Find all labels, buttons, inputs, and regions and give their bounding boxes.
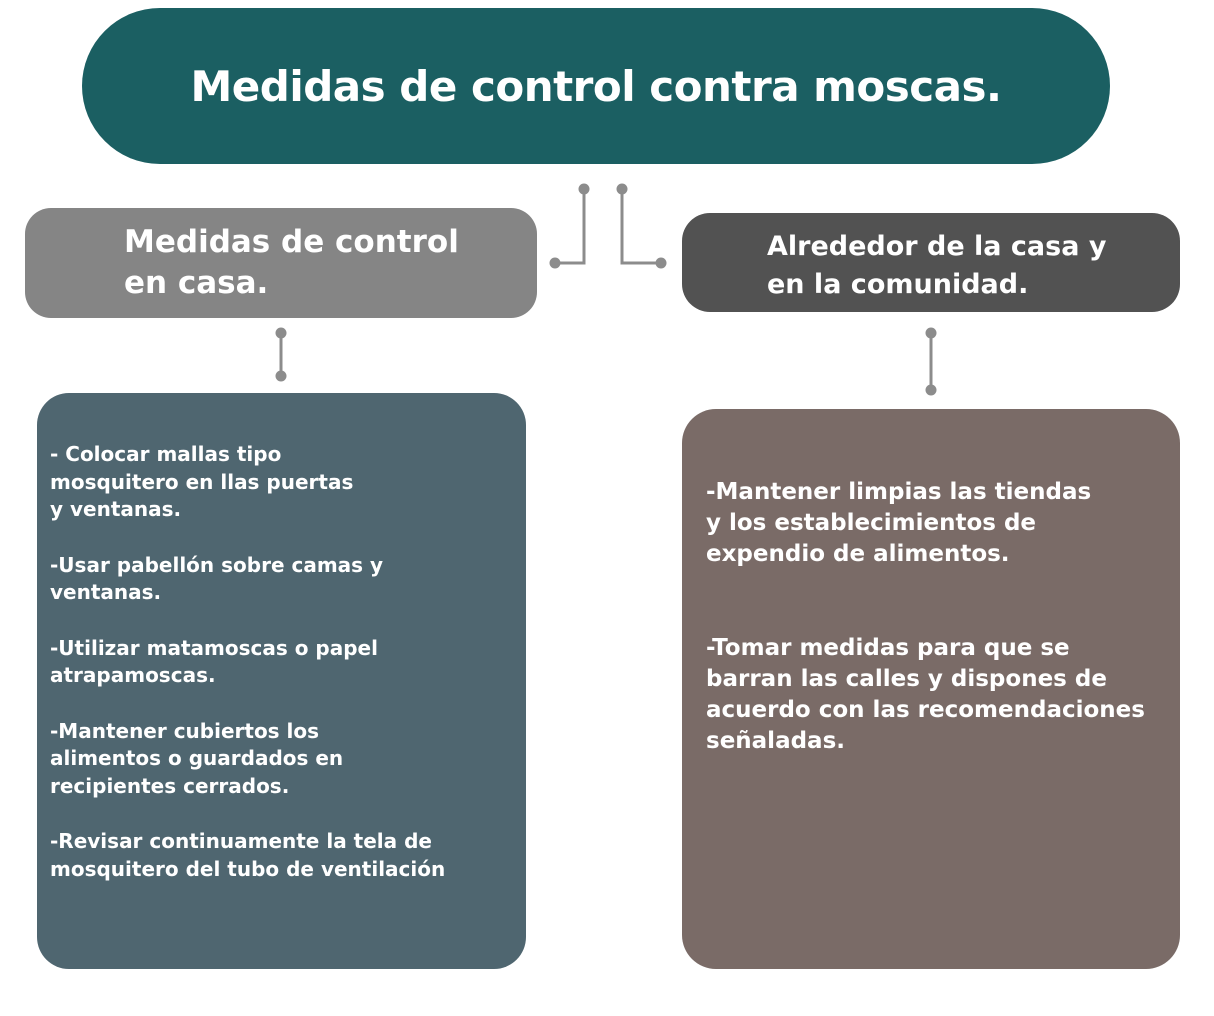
measure-item: - Colocar mallas tipo mosquitero en llas… bbox=[50, 442, 354, 521]
connector-dot bbox=[616, 183, 628, 195]
heading-line: en casa. bbox=[124, 265, 269, 301]
measure-item: -Revisar continuamente la tela de mosqui… bbox=[50, 829, 446, 881]
detail-box-en-casa: - Colocar mallas tipo mosquitero en llas… bbox=[37, 393, 526, 969]
measure-item: -Mantener limpias las tiendas y los esta… bbox=[706, 479, 1092, 567]
heading-line: Alrededor de la casa y bbox=[767, 231, 1107, 262]
connector-dot bbox=[925, 327, 937, 339]
connector-dot bbox=[655, 257, 667, 269]
measure-item: -Mantener cubiertos los alimentos o guar… bbox=[50, 718, 344, 798]
diagram-title: Medidas de control contra moscas. bbox=[82, 8, 1110, 164]
measure-item: -Tomar medidas para que se barran las ca… bbox=[706, 635, 1145, 754]
measure-item: -Usar pabellón sobre camas y ventanas. bbox=[50, 552, 384, 605]
connector-dot bbox=[275, 370, 287, 382]
detail-box-comunidad: -Mantener limpias las tiendas y los esta… bbox=[682, 409, 1180, 969]
heading-line: en la comunidad. bbox=[767, 269, 1029, 300]
connector-title-to-left bbox=[555, 189, 586, 265]
heading-line: Medidas de control bbox=[124, 224, 459, 260]
connector-dot bbox=[275, 327, 287, 339]
connector-dot bbox=[925, 384, 937, 396]
connector-dot bbox=[578, 183, 590, 195]
branch-heading-comunidad: Alrededor de la casa y en la comunidad. bbox=[682, 213, 1180, 312]
branch-heading-en-casa: Medidas de control en casa. bbox=[25, 208, 537, 318]
connector-dot bbox=[549, 257, 561, 269]
connector-title-to-right bbox=[620, 189, 661, 265]
measure-item: -Utilizar matamoscas o papel atrapamosca… bbox=[50, 635, 378, 688]
